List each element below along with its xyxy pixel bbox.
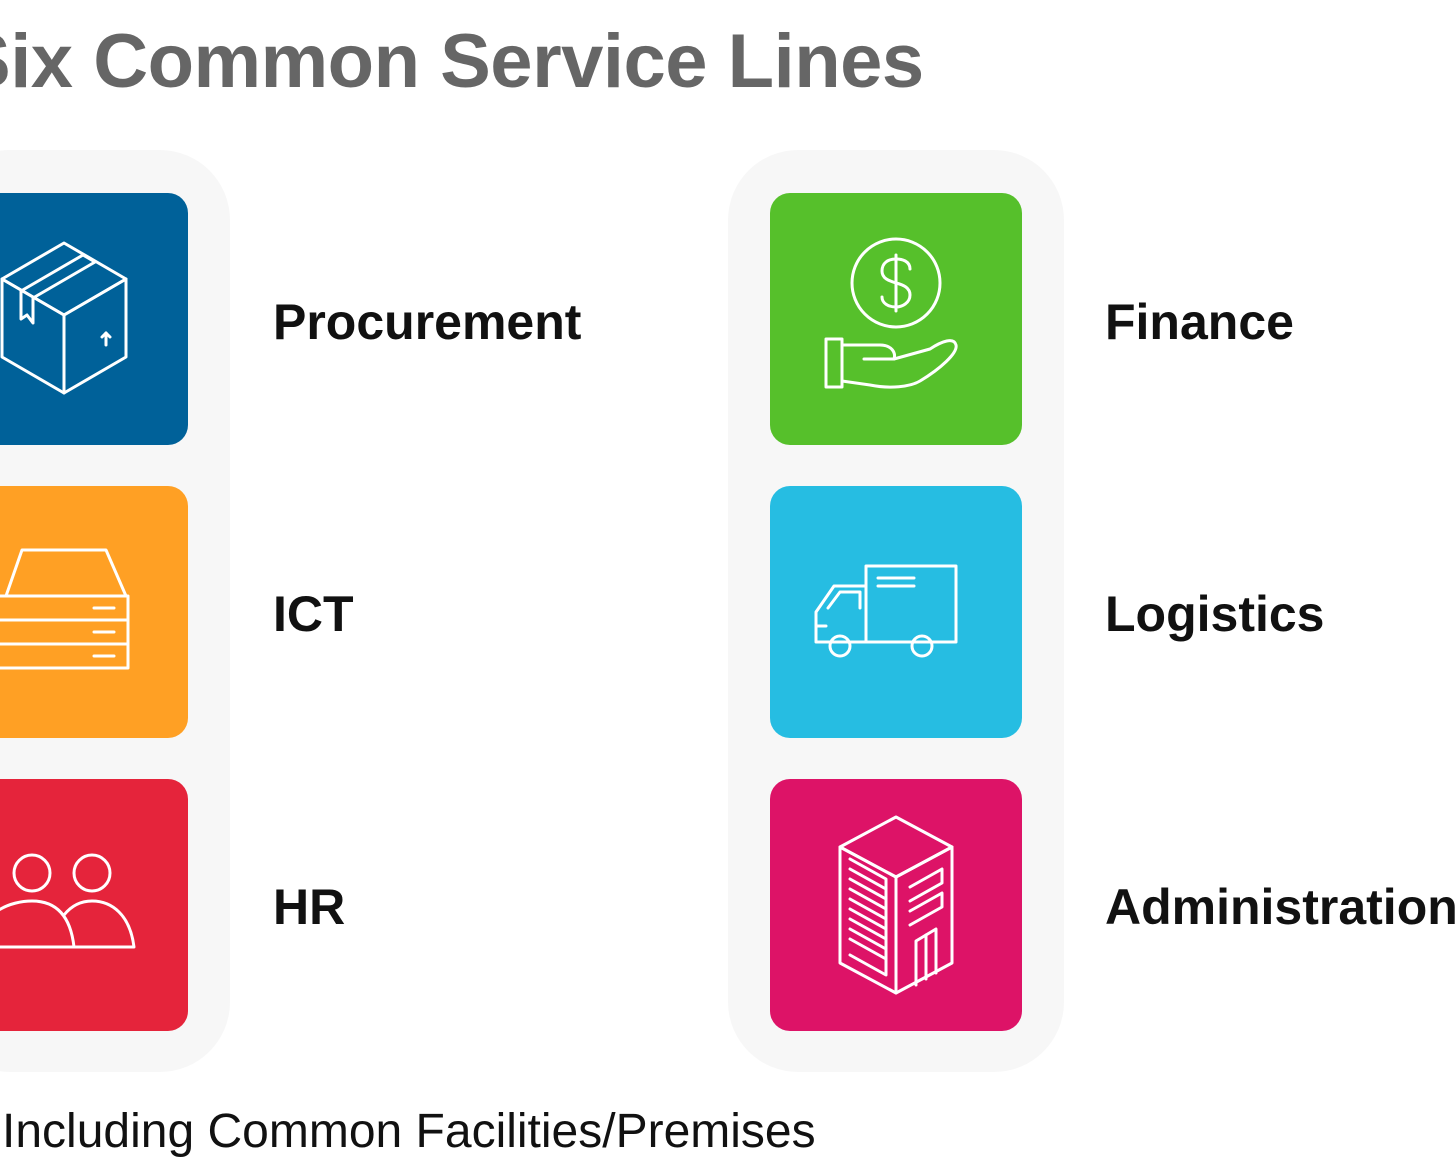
people-icon (0, 853, 136, 949)
finance-tile (770, 193, 1022, 445)
server-icon (0, 548, 130, 670)
hr-tile (0, 779, 188, 1031)
administration-label: Administration* (1105, 879, 1456, 935)
hand-money-icon (824, 237, 958, 389)
box-icon (0, 241, 128, 395)
ict-tile (0, 486, 188, 738)
procurement-label: Procurement (273, 294, 582, 350)
truck-icon (814, 564, 958, 658)
procurement-tile (0, 193, 188, 445)
page-title: Six Common Service Lines (0, 19, 924, 104)
ict-label: ICT (273, 586, 354, 642)
finance-label: Finance (1105, 294, 1294, 350)
building-icon (838, 815, 954, 995)
footnote: * Including Common Facilities/Premises (0, 1105, 816, 1158)
hr-label: HR (273, 879, 346, 935)
logistics-tile (770, 486, 1022, 738)
logistics-label: Logistics (1105, 586, 1325, 642)
administration-tile (770, 779, 1022, 1031)
